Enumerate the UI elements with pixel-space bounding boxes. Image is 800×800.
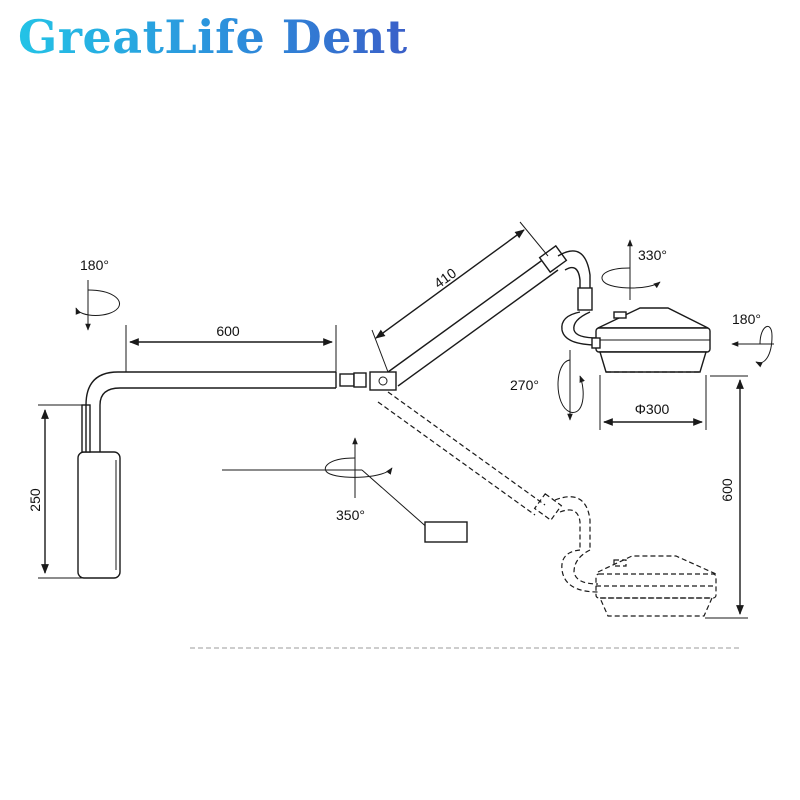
- dim-label-600-drop: 600: [719, 478, 735, 502]
- upper-arm: [387, 244, 599, 387]
- lamp-head-upper: [591, 307, 711, 373]
- dimension-diameter: Φ300: [599, 375, 707, 430]
- rotation-wall-joint: 180°: [75, 257, 120, 331]
- dim-label-410: 410: [431, 264, 459, 291]
- dim-label-250: 250: [27, 488, 43, 512]
- dimension-600-drop: 600: [705, 375, 748, 619]
- rotation-head-top: 330°: [601, 239, 667, 300]
- rotation-label-wall: 180°: [80, 257, 109, 273]
- dimension-250: 250: [27, 404, 82, 579]
- lowered-arm-dashed: [377, 391, 599, 593]
- horizontal-arm: [85, 371, 397, 452]
- rotation-label-180-side: 180°: [732, 311, 761, 327]
- rotation-label-270: 270°: [510, 377, 539, 393]
- dim-label-600-arm: 600: [216, 323, 240, 339]
- rotation-label-350: 350°: [336, 507, 365, 523]
- rotation-head-tilt: 270°: [510, 350, 585, 421]
- rotation-label-330: 330°: [638, 247, 667, 263]
- rotation-mid-joint: 350°: [222, 437, 468, 543]
- dimension-600-arm: 600: [125, 323, 337, 372]
- lamp-head-lower: [595, 555, 717, 617]
- wall-mount: [77, 404, 121, 579]
- rotation-head-side: 180°: [731, 311, 774, 368]
- brand-logo-text: GreatLife Dent: [18, 10, 408, 64]
- dim-label-diameter: Φ300: [635, 401, 670, 417]
